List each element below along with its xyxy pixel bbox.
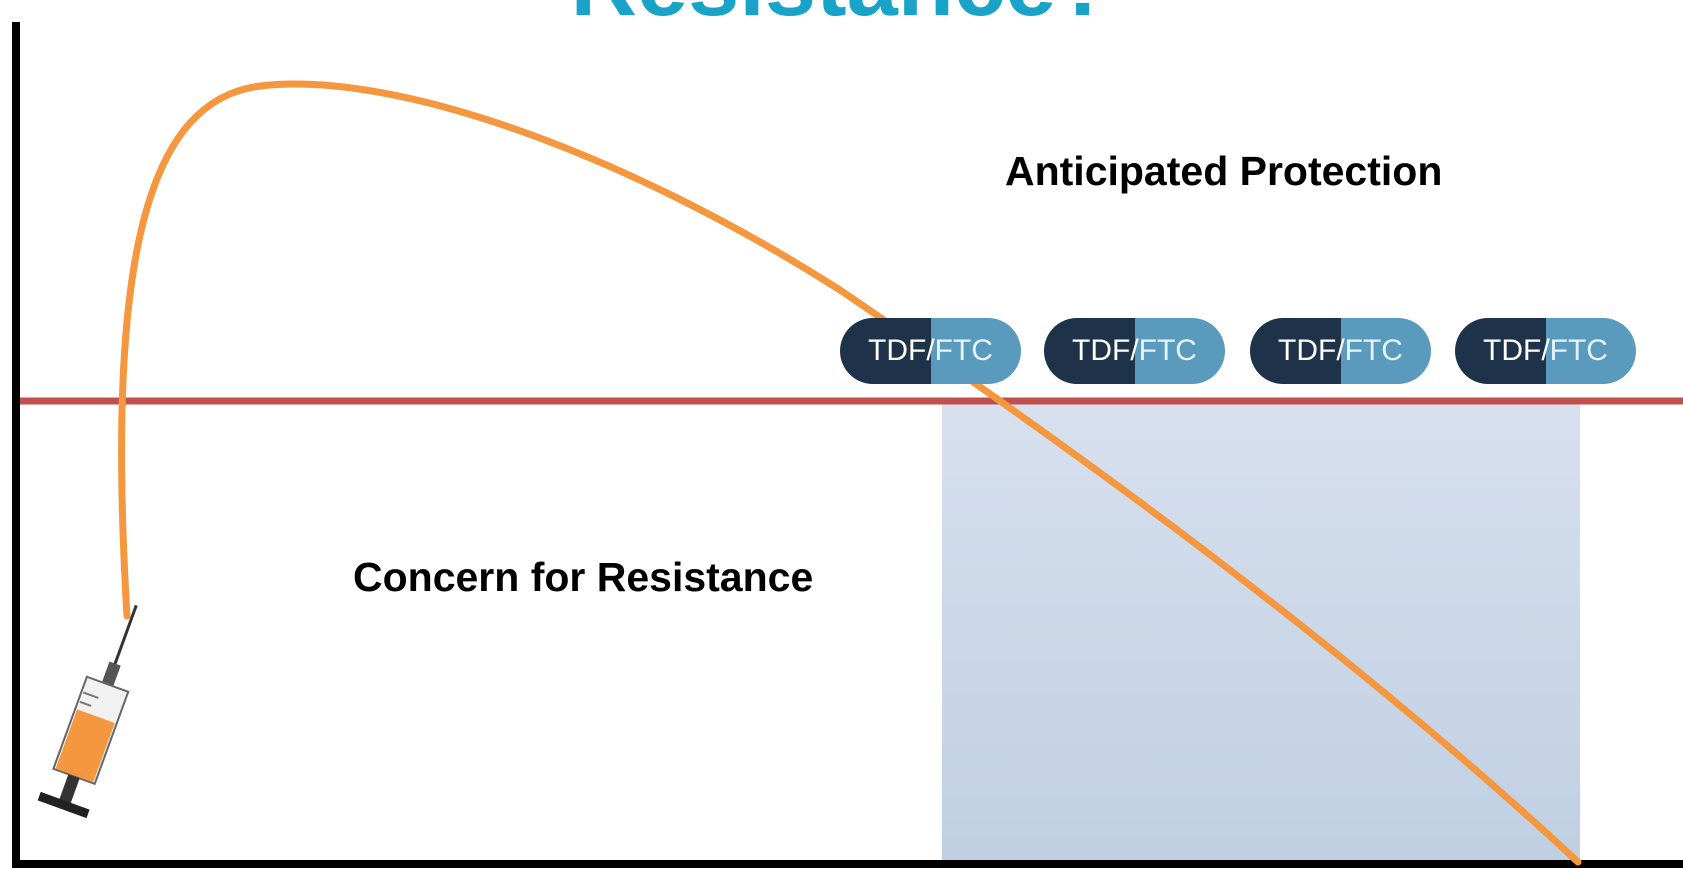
protection-band — [942, 404, 1580, 866]
pill-capsule-icon: TDF/FTC — [1455, 318, 1636, 384]
pill-label-left: TDF/ — [1278, 334, 1345, 367]
pill-label-left: TDF/ — [868, 334, 935, 367]
drug-level-curve — [118, 80, 1582, 866]
pill-label-right: FTC — [934, 334, 993, 367]
syringe-icon — [37, 604, 138, 819]
slide-title: Resistance? — [0, 0, 1683, 30]
pill-label-right: FTC — [1549, 334, 1608, 367]
pill-label-right: FTC — [1138, 334, 1197, 367]
pill-capsule-icon: TDF/FTC — [1044, 318, 1225, 384]
pill-capsule-icon: TDF/FTC — [840, 318, 1021, 384]
pill-label-left: TDF/ — [1483, 334, 1550, 367]
concern-for-resistance-label: Concern for Resistance — [353, 554, 814, 600]
pill-capsule-icon: TDF/FTC — [1250, 318, 1431, 384]
anticipated-protection-label: Anticipated Protection — [1005, 148, 1443, 194]
pill-label-left: TDF/ — [1072, 334, 1139, 367]
pill-label-right: FTC — [1344, 334, 1403, 367]
